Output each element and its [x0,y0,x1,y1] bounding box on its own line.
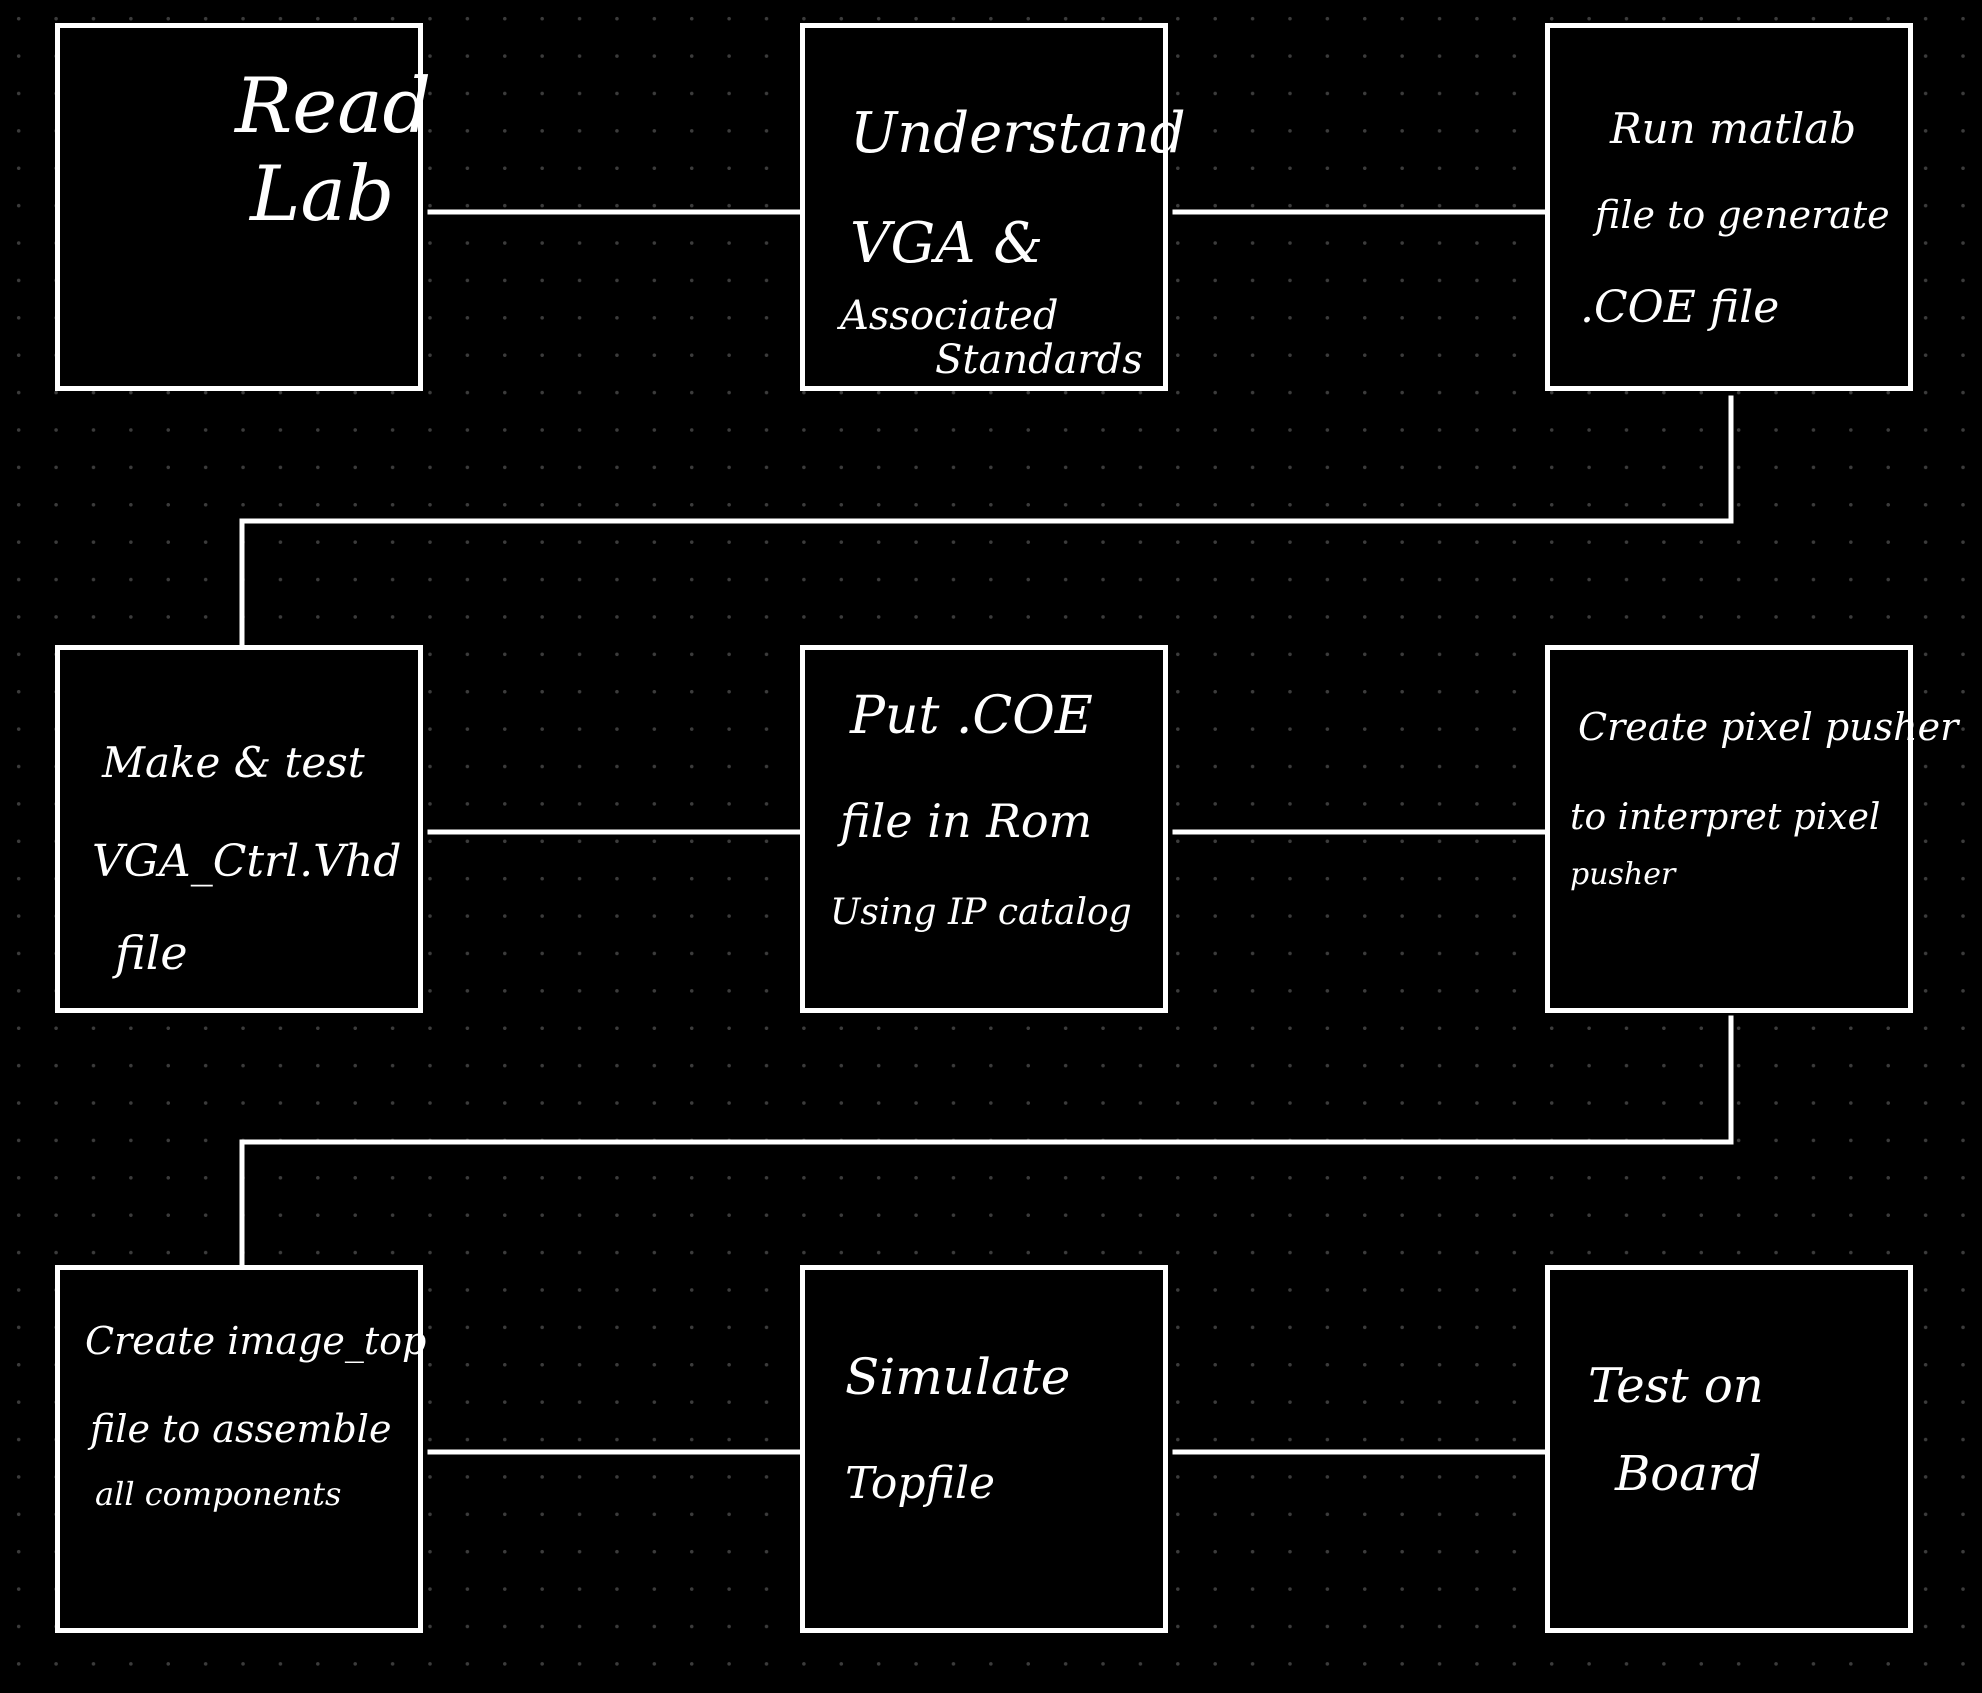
step-text-line: Using IP catalog [830,892,1132,933]
step-text-line: VGA & [850,211,1044,276]
step-text-line: Understand [850,101,1186,166]
step-text-line: .COE file [1580,282,1780,333]
step-text-line: Board [1615,1446,1762,1502]
step-text-line: file to assemble [90,1407,392,1451]
step-text-line: file in Rom [840,794,1093,848]
step-text-line: file [115,926,188,980]
step-text-line: Create image_top [85,1319,427,1363]
connector-pixel-pusher-to-image-top [239,1015,1734,1268]
step-text-line: Put .COE [850,686,1093,746]
step-text-line: Test on [1588,1358,1764,1414]
step-text-line: VGA_Ctrl.Vhd [92,836,402,887]
step-text-line: file to generate [1595,193,1890,237]
step-make-test-vga-ctrl: Make & test VGA_Ctrl.Vhd file [55,645,423,1013]
step-understand-vga: Understand VGA & Associated Standards [800,23,1186,391]
step-text-line: Lab [250,149,395,238]
step-text-line: Topfile [845,1458,996,1509]
step-text-line: Simulate [845,1348,1071,1406]
step-text-line: to interpret pixel [1570,797,1881,838]
step-text-line: all components [95,1475,342,1513]
step-put-coe-in-rom: Put .COE file in Rom Using IP catalog [800,645,1168,1013]
step-text-line: Make & test [102,738,365,787]
step-test-on-board: Test on Board [1545,1265,1913,1633]
step-text-line: Read [235,61,432,150]
step-run-matlab: Run matlab file to generate .COE file [1545,23,1913,391]
step-read-lab: Read Lab [55,23,431,391]
step-text-line: Associated [840,293,1059,339]
step-text-line: Standards [935,337,1143,383]
step-simulate-topfile: Simulate Topfile [800,1265,1168,1633]
step-create-image-top: Create image_top file to assemble all co… [55,1265,427,1633]
step-create-pixel-pusher: Create pixel pusher to interpret pixel p… [1545,645,1958,1013]
step-text-line: pusher [1570,857,1676,892]
connector-run-matlab-to-make-test [239,395,1734,648]
step-text-line: Create pixel pusher [1578,705,1959,749]
step-text-line: Run matlab [1610,104,1857,153]
